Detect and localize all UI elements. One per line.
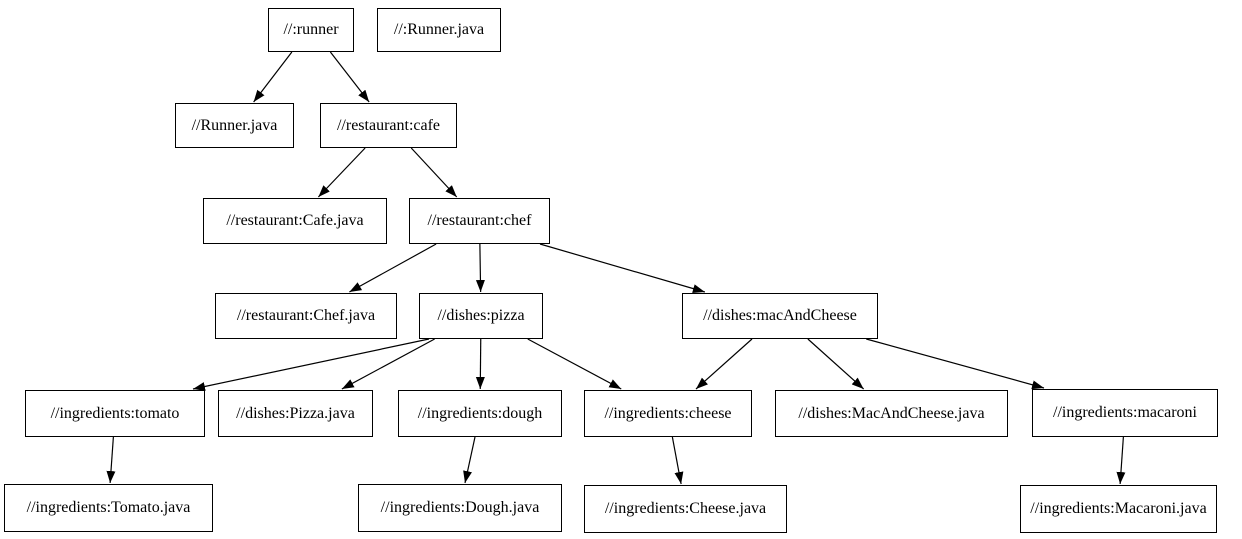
- edge-chef-to-pizza: [475, 243, 485, 293]
- graph-node-cafe-java: //restaurant:Cafe.java: [203, 198, 387, 244]
- graph-node-tomato: //ingredients:tomato: [25, 390, 205, 437]
- edge-tomato-to-tomato-java: [106, 436, 116, 484]
- graph-node-dough: //ingredients:dough: [398, 390, 562, 437]
- graph-node-macaroni: //ingredients:macaroni: [1032, 389, 1218, 437]
- graph-node-mac-and-cheese-java: //dishes:MacAndCheese.java: [775, 390, 1008, 437]
- edge-chef-to-chef-java: [349, 243, 437, 293]
- graph-node-cheese-java: //ingredients:Cheese.java: [584, 485, 787, 533]
- graph-node-runner-src: //:Runner.java: [377, 8, 501, 52]
- edge-runner-to-cafe: [329, 51, 370, 103]
- graph-node-runner-java: //Runner.java: [175, 103, 294, 148]
- edge-mac-and-cheese-to-macaroni: [866, 338, 1045, 390]
- edge-pizza-to-pizza-java: [341, 338, 435, 390]
- edge-dough-to-dough-java: [463, 436, 476, 484]
- graph-node-runner: //:runner: [268, 8, 354, 52]
- graph-node-dough-java: //ingredients:Dough.java: [358, 484, 562, 532]
- edge-runner-to-runner-java: [253, 51, 293, 103]
- graph-node-chef-java: //restaurant:Chef.java: [215, 293, 397, 339]
- edge-pizza-to-tomato: [192, 338, 430, 391]
- edge-macaroni-to-macaroni-java: [1116, 436, 1126, 485]
- graph-node-chef: //restaurant:chef: [409, 198, 550, 244]
- graph-node-cafe: //restaurant:cafe: [320, 103, 457, 148]
- edge-pizza-to-dough: [475, 338, 485, 390]
- edge-mac-and-cheese-to-cheese: [695, 338, 753, 390]
- edge-chef-to-mac-and-cheese: [539, 243, 706, 293]
- graph-node-mac-and-cheese: //dishes:macAndCheese: [682, 293, 878, 339]
- edge-cafe-to-chef: [410, 147, 458, 198]
- graph-node-pizza-java: //dishes:Pizza.java: [218, 390, 373, 437]
- graph-node-macaroni-java: //ingredients:Macaroni.java: [1020, 485, 1217, 533]
- edge-cheese-to-cheese-java: [671, 436, 684, 485]
- graph-node-tomato-java: //ingredients:Tomato.java: [4, 484, 213, 532]
- graph-node-cheese: //ingredients:cheese: [584, 390, 752, 437]
- graph-node-pizza: //dishes:pizza: [419, 293, 543, 339]
- edge-pizza-to-cheese: [527, 338, 622, 390]
- edge-mac-and-cheese-to-mac-and-cheese-java: [807, 338, 865, 390]
- edge-cafe-to-cafe-java: [317, 147, 366, 198]
